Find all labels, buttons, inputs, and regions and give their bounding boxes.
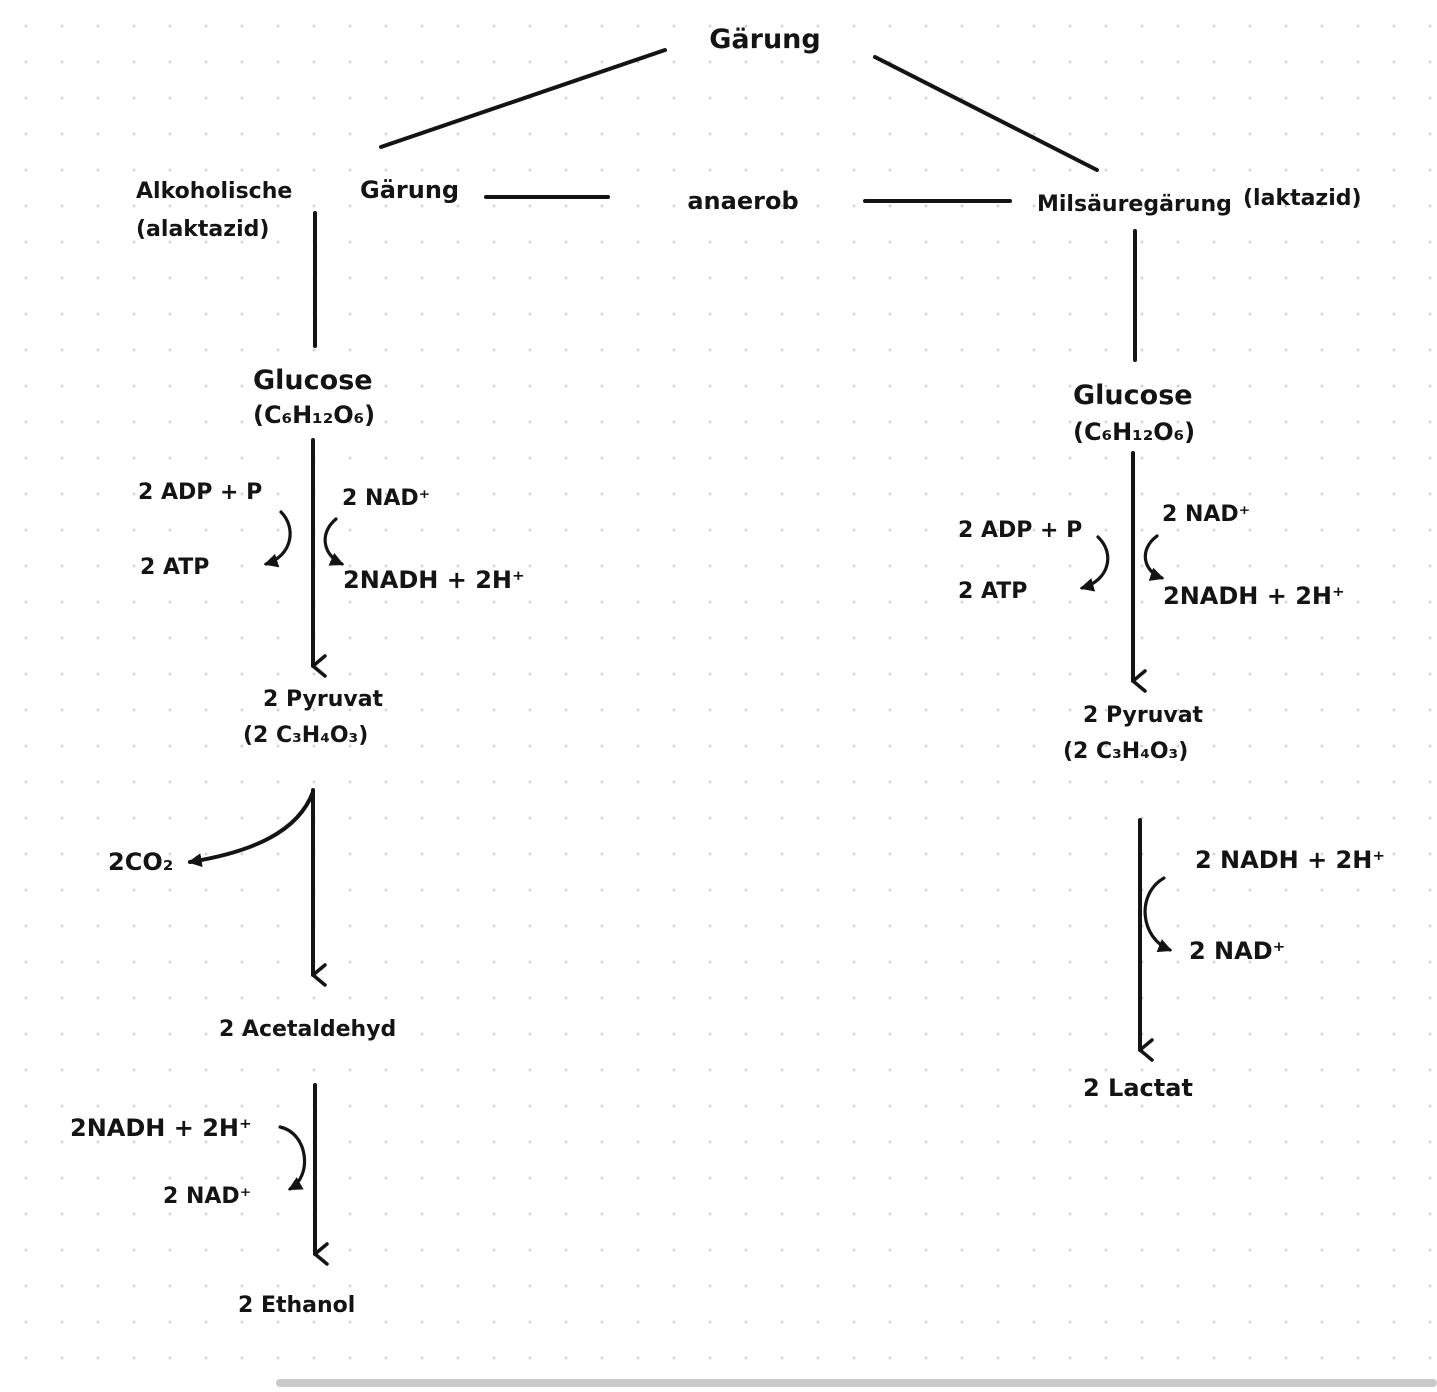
alcoholic-co2: 2CO₂ — [108, 848, 173, 876]
root-label: Gärung — [709, 24, 820, 55]
center-label: anaerob — [687, 187, 798, 215]
lactic-nadh: 2NADH + 2H⁺ — [1163, 582, 1345, 610]
lactic-lactate: 2 Lactat — [1083, 1074, 1193, 1102]
alcoholic-subtitle: (alaktazid) — [136, 217, 269, 242]
alcoholic-nad-out: 2 NAD⁺ — [163, 1184, 251, 1209]
alcoholic-pyruvate: 2 Pyruvat — [263, 687, 384, 712]
lactic-pyruvate: 2 Pyruvat — [1083, 703, 1204, 728]
lactic-pyruvate-formula: (2 C₃H₄O₃) — [1063, 739, 1188, 764]
alcoholic-nadh-nad-curve — [278, 1125, 307, 1191]
lactic-subtitle: (laktazid) — [1243, 186, 1362, 211]
lactic-glucose: Glucose — [1073, 380, 1193, 411]
alcoholic-title-2: Gärung — [360, 176, 459, 204]
alcoholic-atp: 2 ATP — [140, 555, 209, 580]
alcoholic-pyruvate-formula: (2 C₃H₄O₃) — [243, 723, 368, 748]
branch-line-left — [379, 48, 667, 149]
lactic-nad: 2 NAD⁺ — [1162, 502, 1250, 527]
alcoholic-acetaldehyde: 2 Acetaldehyd — [219, 1017, 396, 1042]
lactic-nadh-in: 2 NADH + 2H⁺ — [1195, 846, 1385, 874]
horizontal-scrollbar[interactable] — [276, 1379, 1437, 1387]
lactic-nadh-nad-curve — [1143, 876, 1173, 953]
alcoholic-glucose: Glucose — [253, 365, 373, 396]
lactic-title: Milsäuregärung — [1037, 192, 1232, 217]
alcoholic-glucose-formula: (C₆H₁₂O₆) — [253, 401, 375, 429]
branch-line-right — [873, 55, 1099, 172]
alcoholic-ethanol: 2 Ethanol — [238, 1293, 355, 1318]
alcoholic-co2-curve — [187, 790, 315, 868]
lactic-atp: 2 ATP — [958, 579, 1027, 604]
lactic-glucose-formula: (C₆H₁₂O₆) — [1073, 418, 1195, 446]
alcoholic-adp: 2 ADP + P — [138, 480, 262, 505]
alcoholic-title-1: Alkoholische — [136, 179, 292, 204]
alcoholic-nadh: 2NADH + 2H⁺ — [343, 566, 525, 594]
lactic-nad-nadh-curve — [1143, 534, 1165, 581]
lactic-nad-out: 2 NAD⁺ — [1189, 937, 1285, 965]
alcoholic-nad-nadh-curve — [323, 517, 345, 566]
alcoholic-nadh-in: 2NADH + 2H⁺ — [70, 1114, 252, 1142]
lactic-adp-atp-curve — [1079, 535, 1110, 592]
alcoholic-nad: 2 NAD⁺ — [342, 486, 430, 511]
alcoholic-adp-atp-curve — [263, 510, 292, 568]
lactic-adp: 2 ADP + P — [958, 518, 1082, 543]
